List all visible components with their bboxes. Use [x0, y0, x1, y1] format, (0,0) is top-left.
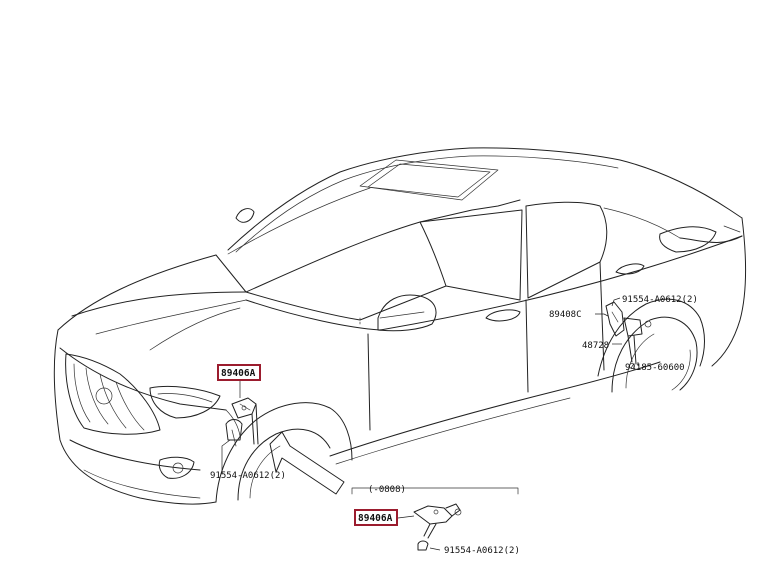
callout-labels: 89406A 91554-A0612(2) 89408C 91554-A0612… [210, 295, 698, 556]
front-sensor-highlight [217, 364, 261, 381]
label-sensor-front[interactable]: 89406A [221, 368, 256, 379]
label-bracket-rear[interactable]: 48728 [582, 341, 609, 351]
label-sensor-rear[interactable]: 89408C [549, 310, 582, 320]
label-bolt-inset[interactable]: 91554-A0612(2) [444, 546, 520, 556]
front-sensor-assembly [225, 397, 259, 447]
pointer-arrow [269, 431, 345, 495]
inset-frame [351, 487, 519, 495]
label-bolt-rear-bottom[interactable]: 94185-60600 [625, 363, 685, 373]
label-sensor-front-inset[interactable]: 89406A [358, 513, 393, 524]
inset-sensor-highlight [354, 509, 398, 526]
label-bolt-front[interactable]: 91554-A0612(2) [210, 471, 286, 481]
label-bolt-rear-top[interactable]: 91554-A0612(2) [622, 295, 698, 305]
rear-sensor-assembly [605, 301, 652, 369]
label-inset-date: (-0808) [368, 485, 406, 495]
leader-lines [221, 297, 639, 551]
car-body [53, 147, 746, 505]
inset-sensor [413, 503, 462, 551]
